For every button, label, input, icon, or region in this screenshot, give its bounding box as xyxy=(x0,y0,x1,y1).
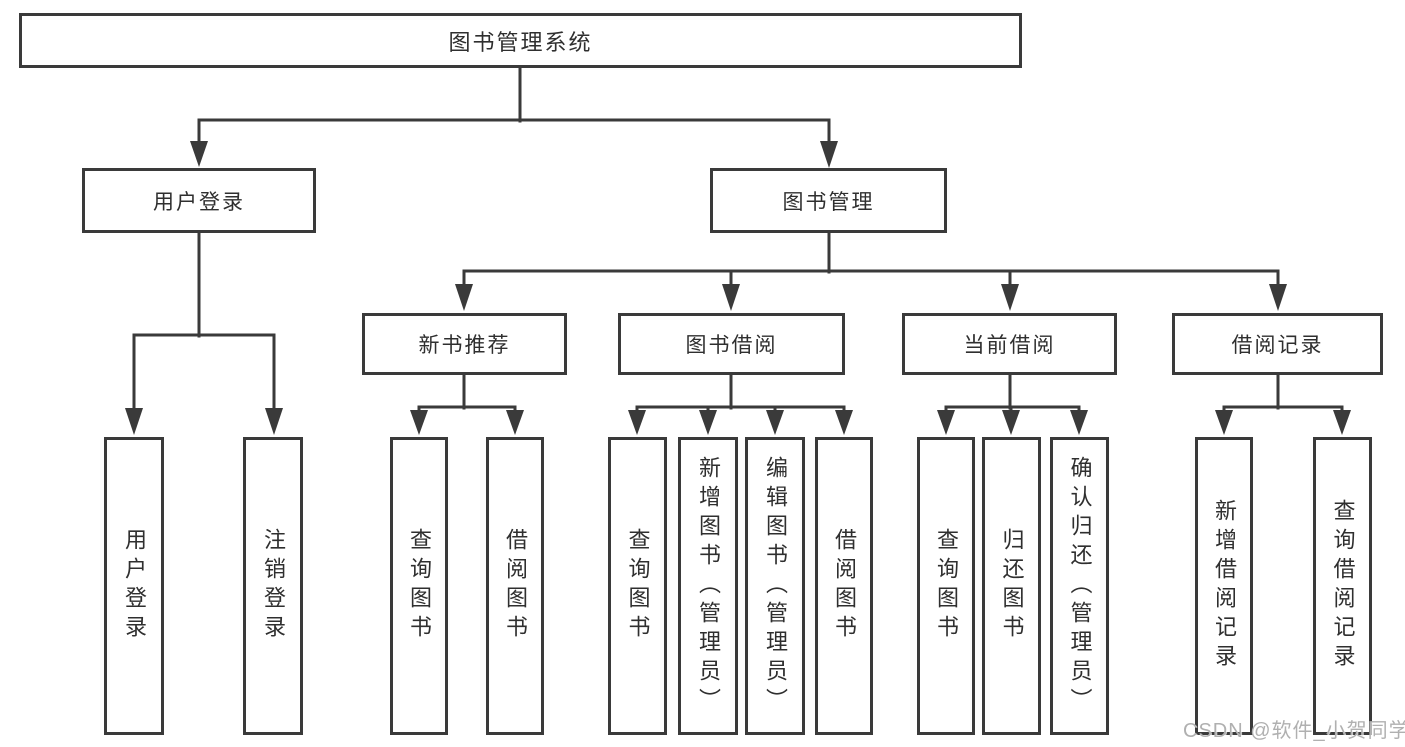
node-label: 新书推荐 xyxy=(418,334,511,357)
node-label: 注销登录 xyxy=(261,528,286,644)
node-label: 借阅记录 xyxy=(1231,334,1324,357)
node-label: 借阅图书 xyxy=(503,528,528,644)
leaf-confirm-return-admin: 确认归还（管理员） xyxy=(1050,437,1109,735)
leaf-logout: 注销登录 xyxy=(243,437,303,735)
node-label: 当前借阅 xyxy=(963,334,1056,357)
leaf-add-borrow-record: 新增借阅记录 xyxy=(1195,437,1253,735)
leaf-borrow-books-recommend: 借阅图书 xyxy=(486,437,544,735)
node-book-management: 图书管理 xyxy=(710,168,947,233)
node-current-borrowing: 当前借阅 xyxy=(902,313,1117,375)
node-label: 图书管理系统 xyxy=(448,29,593,55)
node-label: 查询图书 xyxy=(407,528,432,644)
node-user-login: 用户登录 xyxy=(82,168,316,233)
node-label: 新增借阅记录 xyxy=(1212,499,1237,673)
node-label: 确认归还（管理员） xyxy=(1067,455,1093,717)
leaf-query-books-borrowing: 查询图书 xyxy=(608,437,667,735)
node-label: 图书管理 xyxy=(782,190,875,214)
node-label: 编辑图书（管理员） xyxy=(763,455,788,717)
node-label: 用户登录 xyxy=(122,528,147,644)
node-label: 查询图书 xyxy=(625,528,651,644)
csdn-watermark: CSDN @软件_小贺同学 xyxy=(1183,720,1405,742)
node-label: 用户登录 xyxy=(153,190,245,214)
node-label: 查询借阅记录 xyxy=(1330,499,1356,673)
leaf-user-login: 用户登录 xyxy=(104,437,164,735)
node-borrowing-records: 借阅记录 xyxy=(1172,313,1383,375)
leaf-return-books: 归还图书 xyxy=(982,437,1041,735)
node-label: 查询图书 xyxy=(934,528,959,644)
node-label: 借阅图书 xyxy=(832,528,857,644)
node-label: 图书借阅 xyxy=(685,334,778,357)
arrowheads xyxy=(125,141,1351,435)
leaf-query-books-current: 查询图书 xyxy=(917,437,975,735)
leaf-query-borrow-record: 查询借阅记录 xyxy=(1313,437,1372,735)
node-book-borrowing: 图书借阅 xyxy=(618,313,845,375)
leaf-add-books-admin: 新增图书（管理员） xyxy=(678,437,738,735)
node-label: 新增图书（管理员） xyxy=(696,455,721,717)
leaf-query-books-recommend: 查询图书 xyxy=(390,437,448,735)
node-new-book-recommendation: 新书推荐 xyxy=(362,313,567,375)
leaf-borrow-books: 借阅图书 xyxy=(815,437,873,735)
node-library-system: 图书管理系统 xyxy=(19,13,1022,68)
leaf-edit-books-admin: 编辑图书（管理员） xyxy=(745,437,805,735)
node-label: 归还图书 xyxy=(999,528,1025,644)
